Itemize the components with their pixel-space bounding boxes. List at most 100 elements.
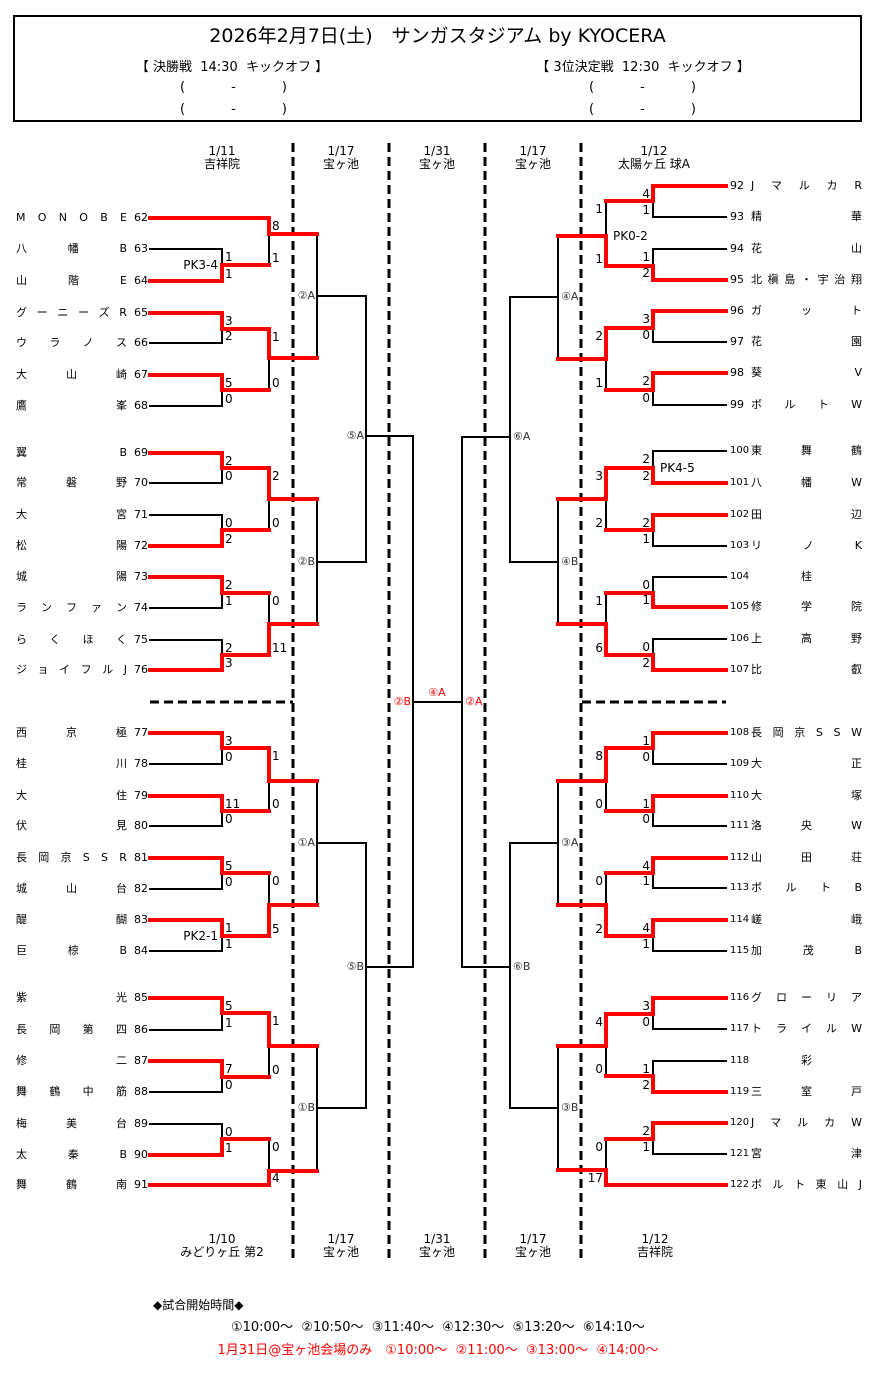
round-date: 1/12	[640, 144, 668, 158]
team-name-char: 央	[801, 819, 813, 832]
team-name-char: B	[854, 881, 862, 894]
team-name-char: 極	[116, 726, 127, 739]
score-bottom: 1	[225, 1141, 233, 1155]
team-name: 桂	[751, 570, 862, 584]
team-name-char: W	[851, 398, 862, 411]
team-name-char: S	[101, 851, 109, 864]
team-name-char: E	[120, 274, 127, 287]
team-number: 114	[730, 914, 750, 925]
team-number: 108	[730, 727, 750, 738]
team-name-char: ル	[102, 663, 114, 676]
team-name-char: 階	[68, 274, 80, 287]
team-number: 73	[134, 570, 148, 583]
team-name-char: ス	[115, 336, 127, 349]
team-number: 105	[730, 601, 750, 612]
team-number: 88	[134, 1085, 148, 1098]
team-name-char: く	[49, 633, 61, 646]
team-number: 86	[134, 1023, 148, 1036]
team-name: 伏見	[16, 819, 127, 833]
team-name-char: 醍	[16, 913, 27, 926]
team-name-char: 幡	[67, 242, 79, 255]
team-number: 100	[730, 445, 750, 456]
team-name-char: 山	[837, 1178, 849, 1191]
team-name-char: 塚	[851, 789, 862, 802]
team-number: 96	[730, 304, 744, 317]
penalty-result: PK3-4	[183, 258, 218, 272]
team-name-char: 中	[82, 1085, 94, 1098]
score-bottom: 0	[225, 392, 233, 406]
team-name-char: 宮	[751, 1147, 762, 1160]
schedule-title: ◆試合開始時間◆	[153, 1298, 244, 1312]
score-bottom: 0	[272, 376, 280, 390]
score-top: 1	[272, 330, 280, 344]
team-name: らくほく	[16, 633, 127, 647]
team-name-char: 美	[66, 1117, 77, 1130]
team-name-char: 椋	[67, 944, 79, 957]
team-number: 97	[730, 335, 744, 348]
round-header-top: 1/12 太陽ヶ丘 球A	[584, 145, 724, 171]
team-name-char: 島	[784, 273, 796, 286]
team-name: 修二	[16, 1054, 127, 1068]
team-name: 西京極	[16, 726, 127, 740]
team-name-char: 舞	[801, 444, 812, 457]
team-number: 80	[134, 819, 148, 832]
team-name-char: 幡	[801, 476, 813, 489]
team-name: 彩	[751, 1054, 862, 1068]
score-top: 2	[642, 516, 650, 530]
team-name-char: 院	[851, 600, 862, 613]
team-number: 65	[134, 306, 148, 319]
team-name: 上高野	[751, 632, 862, 646]
team-number: 90	[134, 1148, 148, 1161]
score-bottom: 0	[642, 812, 650, 826]
team-name-char: 桂	[16, 757, 27, 770]
team-name-char: 醐	[116, 913, 127, 926]
open-paren: (	[589, 102, 595, 117]
team-name-char: B	[119, 242, 127, 255]
team-name-char: ラ	[49, 336, 61, 349]
team-name: 松陽	[16, 539, 127, 553]
score-top: 5	[225, 376, 233, 390]
team-name-char: 田	[801, 851, 812, 864]
score-bottom: 0	[225, 812, 233, 826]
team-name-char: 岡	[38, 851, 50, 864]
team-name-char: 台	[116, 1117, 127, 1130]
score-bottom: 4	[272, 1171, 280, 1185]
team-name-char: リ	[826, 991, 837, 1004]
team-name-char: ト	[851, 304, 862, 317]
team-name-char: 紫	[16, 991, 27, 1004]
team-name-char: 伏	[16, 819, 27, 832]
team-name-char: 松	[16, 539, 27, 552]
score-bottom: 1	[595, 376, 603, 390]
team-number: 104	[730, 571, 750, 582]
team-name-char: く	[115, 633, 127, 646]
close-paren: )	[281, 102, 287, 117]
team-name-char: 舞	[16, 1085, 27, 1098]
match-label: ⑥A	[513, 430, 531, 443]
team-name: 三室戸	[751, 1085, 862, 1099]
team-name-char: 梅	[16, 1117, 27, 1130]
score-bottom: 1	[642, 532, 650, 546]
team-name-char: ル	[785, 881, 797, 894]
score-bottom: 0	[272, 1063, 280, 1077]
final-match-heading: 【 決勝戦 14:30 キックオフ 】	[135, 60, 329, 75]
team-name-char: 彩	[801, 1054, 812, 1067]
team-number: 78	[134, 757, 148, 770]
team-number: 117	[730, 1023, 750, 1034]
team-number: 101	[730, 477, 750, 488]
open-paren: (	[180, 80, 186, 95]
score-bottom: 2	[642, 656, 650, 670]
team-name-char: ル	[826, 1022, 838, 1035]
score-bottom: 2	[225, 532, 233, 546]
header-box	[13, 15, 862, 122]
team-name-char: ノ	[802, 539, 814, 552]
round-date: 1/17	[519, 144, 547, 158]
team-name-char: R	[854, 179, 862, 192]
team-name-char: 東	[751, 444, 762, 457]
team-name-char: ウ	[16, 336, 27, 349]
